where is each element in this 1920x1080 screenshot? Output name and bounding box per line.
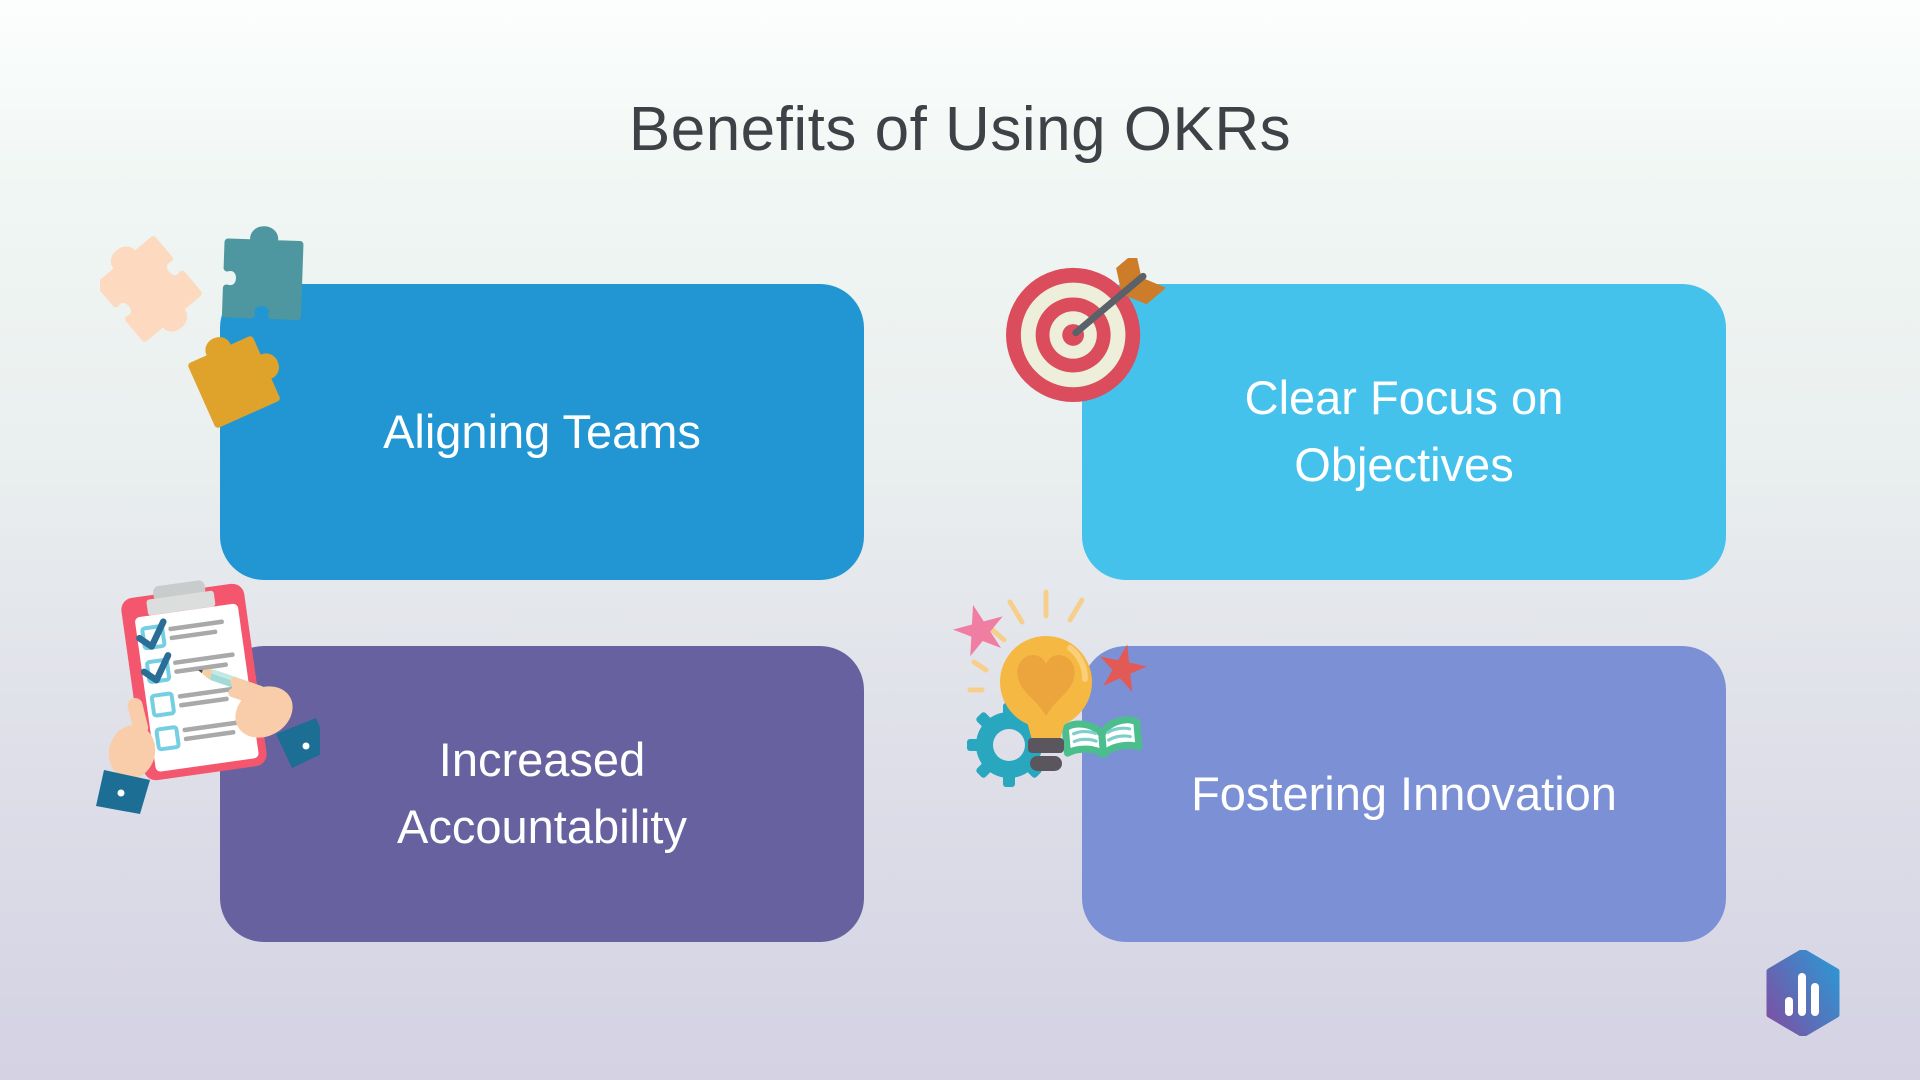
card-increased-accountability: Increased Accountability	[220, 646, 864, 942]
open-book	[1061, 716, 1143, 759]
right-hand	[228, 677, 320, 768]
card-fostering-innovation-label: Fostering Innovation	[1191, 766, 1617, 820]
card-aligning-teams-label: Aligning Teams	[383, 404, 701, 458]
red-star	[1100, 644, 1147, 692]
light-rays	[967, 589, 1085, 693]
card-clear-focus: Clear Focus on Objectives	[1082, 284, 1726, 580]
pink-star	[953, 604, 1003, 657]
lightbulb	[1000, 636, 1092, 771]
card-aligning-teams: Aligning Teams	[220, 284, 864, 580]
logo-bars	[1785, 973, 1819, 1016]
dart-arrow	[1072, 258, 1165, 337]
page-title: Benefits of Using OKRs	[628, 95, 1292, 164]
left-hand	[96, 697, 156, 814]
bullseye-target-icon	[1006, 258, 1165, 403]
puzzle-pieces-icon	[100, 226, 304, 428]
hexagon-bar-chart-logo	[1766, 950, 1840, 1036]
card-fostering-innovation: Fostering Innovation	[1082, 646, 1726, 942]
lightbulb-innovation-icon	[953, 589, 1147, 787]
card-clear-focus-label: Clear Focus on Objectives	[1244, 371, 1564, 491]
card-increased-accountability-label: Increased Accountability	[397, 733, 687, 853]
checklist-clipboard-icon	[96, 580, 320, 814]
